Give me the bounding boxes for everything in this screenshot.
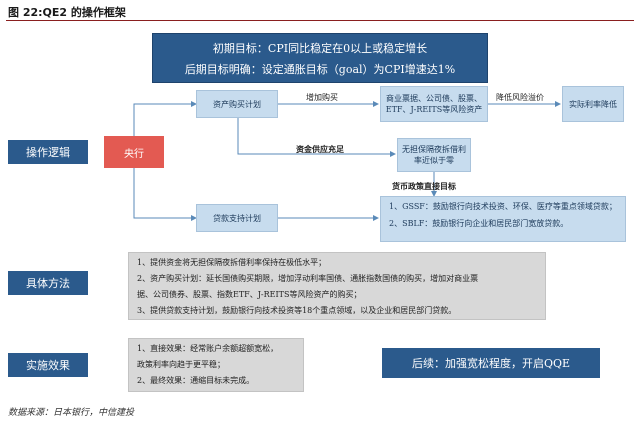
goal-initial: 初期目标：CPI同比稳定在0以上或稳定增长 (212, 42, 428, 55)
loan-support-plan-box: 贷款支持计划 (196, 204, 278, 232)
arrow-funding-supply (237, 118, 396, 157)
effect-1: 1、直接效果：经常账户余额超额宽松， (137, 344, 279, 353)
increase-purchase-label: 增加购买 (306, 93, 338, 102)
methods-box: 1、提供资金将无担保隔夜拆借利率保持在极低水平； 2、资产购买计划：延长国债购买… (128, 252, 546, 320)
method-2-cont: 据、公司债券、股票、指数ETF、J-REITS等风险资产的购买； (137, 290, 362, 299)
source-note: 数据来源：日本银行，中信建投 (8, 408, 135, 418)
funding-supply-label: 资金供应充足 (296, 144, 344, 154)
effect-2: 2、最终效果：通缩目标未完成。 (137, 376, 255, 385)
gssf-text: 1、GSSF：鼓励银行向技术投资、环保、医疗等重点领域贷款； (389, 202, 617, 211)
section-operation-logic: 操作逻辑 (8, 140, 88, 164)
goal-later: 后期目标明确：设定通胀目标（goal）为CPI增速达1% (184, 63, 456, 76)
loan-programs-box: 1、GSSF：鼓励银行向技术投资、环保、医疗等重点领域贷款； 2、SBLF：鼓励… (380, 196, 626, 242)
section-methods: 具体方法 (8, 271, 88, 295)
policy-goals-box: 初期目标：CPI同比稳定在0以上或稳定增长 后期目标明确：设定通胀目标（goal… (152, 33, 488, 83)
real-rate-box: 实际利率降低 (562, 86, 624, 122)
overnight-rate-box: 无担保隔夜拆借利率近似于零 (397, 138, 471, 172)
arrow-to-loan-plan (133, 168, 197, 221)
followup-qqe-box: 后续：加强宽松程度，开启QQE (382, 348, 600, 378)
lower-risk-premium-label: 降低风险溢价 (496, 93, 544, 102)
effect-1-cont: 政策利率向趋于更平稳； (137, 360, 225, 369)
central-bank-box: 央行 (104, 136, 164, 168)
title-divider (6, 20, 634, 21)
method-3: 3、提供贷款支持计划，鼓励银行向技术投资等18个重点领域，以及企业和居民部门贷款… (137, 306, 457, 315)
sblf-text: 2、SBLF：鼓励银行向企业和居民部门宽放贷款。 (389, 219, 569, 228)
risk-assets-box: 商业票据、公司债、股票、ETF、J-REITS等风险资产 (380, 86, 488, 122)
asset-purchase-plan-box: 资产购买计划 (196, 90, 278, 118)
direct-target-label: 货币政策直接目标 (392, 181, 456, 191)
figure-title: 图 22:QE2 的操作框架 (8, 6, 126, 19)
section-effects: 实施效果 (8, 353, 88, 377)
effects-box: 1、直接效果：经常账户余额超额宽松， 政策利率向趋于更平稳； 2、最终效果：通缩… (128, 338, 304, 392)
arrow-to-asset-plan (133, 101, 197, 136)
method-1: 1、提供资金将无担保隔夜拆借利率保持在极低水平； (137, 258, 327, 267)
method-2: 2、资产购买计划：延长国债购买期限，增加浮动利率国债、通胀指数国债的购买，增加对… (137, 274, 479, 283)
